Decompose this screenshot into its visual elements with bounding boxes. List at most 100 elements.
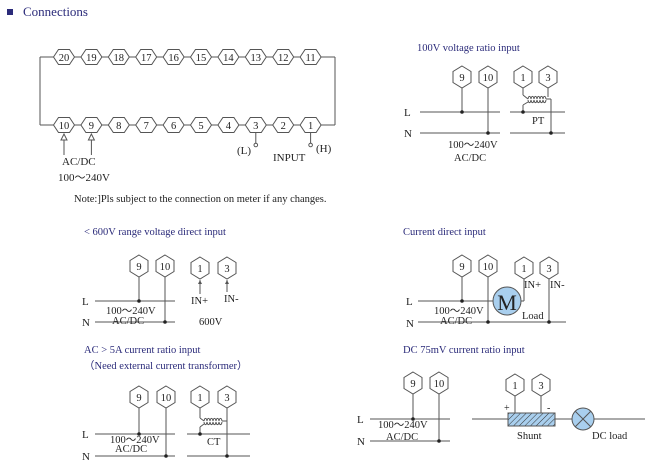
section-title: Connections [7,4,88,20]
in-plus-label: IN+ [191,296,208,307]
terminal-number: 15 [196,53,207,64]
junction-n [486,320,490,324]
terminal-3: 3 [217,256,237,280]
coil-lower [203,421,223,426]
heading-ct-1: AC > 5A current ratio input [84,345,201,356]
terminal-9: 9 [403,371,423,395]
terminal-hexagon [107,49,130,65]
label-n: N [357,436,365,448]
label-l: L [406,296,413,308]
supply-voltage: 100～240V [448,140,498,151]
terminal-number: 10 [59,121,70,132]
pt-label: PT [532,116,545,127]
supply-type: AC/DC [454,153,486,164]
transformer-coil [527,95,547,104]
terminal-number: 9 [136,393,141,404]
terminal-hexagon [272,117,295,133]
lamp-cross-2 [574,410,592,428]
terminal-10: 10 [478,65,498,89]
terminal-number: 14 [223,53,234,64]
junction-ct-n [225,454,229,458]
label-l: L [357,414,364,426]
terminal-20: 20 [52,49,76,65]
label-n: N [82,451,90,463]
terminal-18: 18 [107,49,130,65]
wire-1-bend [522,94,529,100]
junction-n [486,131,490,135]
terminal-number: 17 [141,53,152,64]
terminal-6: 6 [162,117,185,133]
input-terminal-low [253,142,259,148]
section-title-text: Connections [23,4,88,19]
terminal-hexagon [162,117,185,133]
junction-l [411,417,415,421]
terminal-number: 1 [197,393,202,404]
supply-type: AC/DC [386,432,418,443]
terminal-number: 9 [410,379,415,390]
heading-shunt: DC 75mV current ratio input [403,345,525,356]
junction-l [137,432,141,436]
label-n: N [404,128,412,140]
terminal-9: 9 [129,385,149,409]
terminal-hexagon [135,117,158,133]
terminal-number: 9 [89,121,94,132]
terminal-2: 2 [272,117,295,133]
in-plus-label: IN+ [524,280,541,291]
terminal-8: 8 [107,117,130,133]
terminal-9: 9 [452,65,472,89]
terminal-number: 9 [136,262,141,273]
terminal-17: 17 [135,49,158,65]
junction-pt-l [521,110,525,114]
terminal-number: 13 [251,53,262,64]
terminal-number: 10 [160,262,171,273]
terminal-hexagon [52,49,76,65]
junction-ct-l [198,432,202,436]
junction-l [460,110,464,114]
terminal-hexagon [135,49,158,65]
terminal-hexagon [217,117,240,133]
load-label: Load [522,311,544,322]
terminal-number: 3 [253,121,258,132]
supply-voltage: 100～240V [106,306,156,317]
terminal-hexagon [52,117,76,133]
terminal-1: 1 [505,373,525,397]
input-low-label: (L) [237,145,251,157]
terminal-hexagon [80,117,103,133]
terminal-7: 7 [135,117,158,133]
arrow-up-icon [60,132,68,141]
terminal-hexagon [107,117,130,133]
terminal-9: 9 [452,254,472,278]
terminal-1: 1 [190,256,210,280]
terminal-hexagon [217,49,240,65]
terminal-hexagon [162,49,185,65]
terminal-hexagon [189,49,213,65]
terminal-number: 4 [226,121,232,132]
junction-n [163,320,167,324]
terminal-number: 10 [483,262,494,273]
plus-label: + [504,403,510,414]
terminal-9: 9 [129,254,149,278]
terminal-number: 19 [86,53,97,64]
terminal-3: 3 [531,373,551,397]
terminal-number: 1 [197,264,202,275]
terminal-hexagon [80,49,103,65]
meter-label: M [497,290,517,315]
supply-voltage: 100～240V [378,420,428,431]
terminal-hexagon [299,49,322,65]
terminal-1: 1 [190,385,210,409]
terminal-number: 8 [116,121,121,132]
terminal-number: 3 [224,264,229,275]
terminal-3: 3 [538,65,558,89]
label-n: N [406,318,414,330]
terminal-hexagon [189,117,213,133]
heading-current-direct: Current direct input [403,227,486,238]
terminal-number: 3 [546,264,551,275]
terminal-hexagon [272,49,295,65]
label-n: N [82,317,90,329]
junction-pt-n [549,131,553,135]
terminal-hexagon [299,117,322,133]
